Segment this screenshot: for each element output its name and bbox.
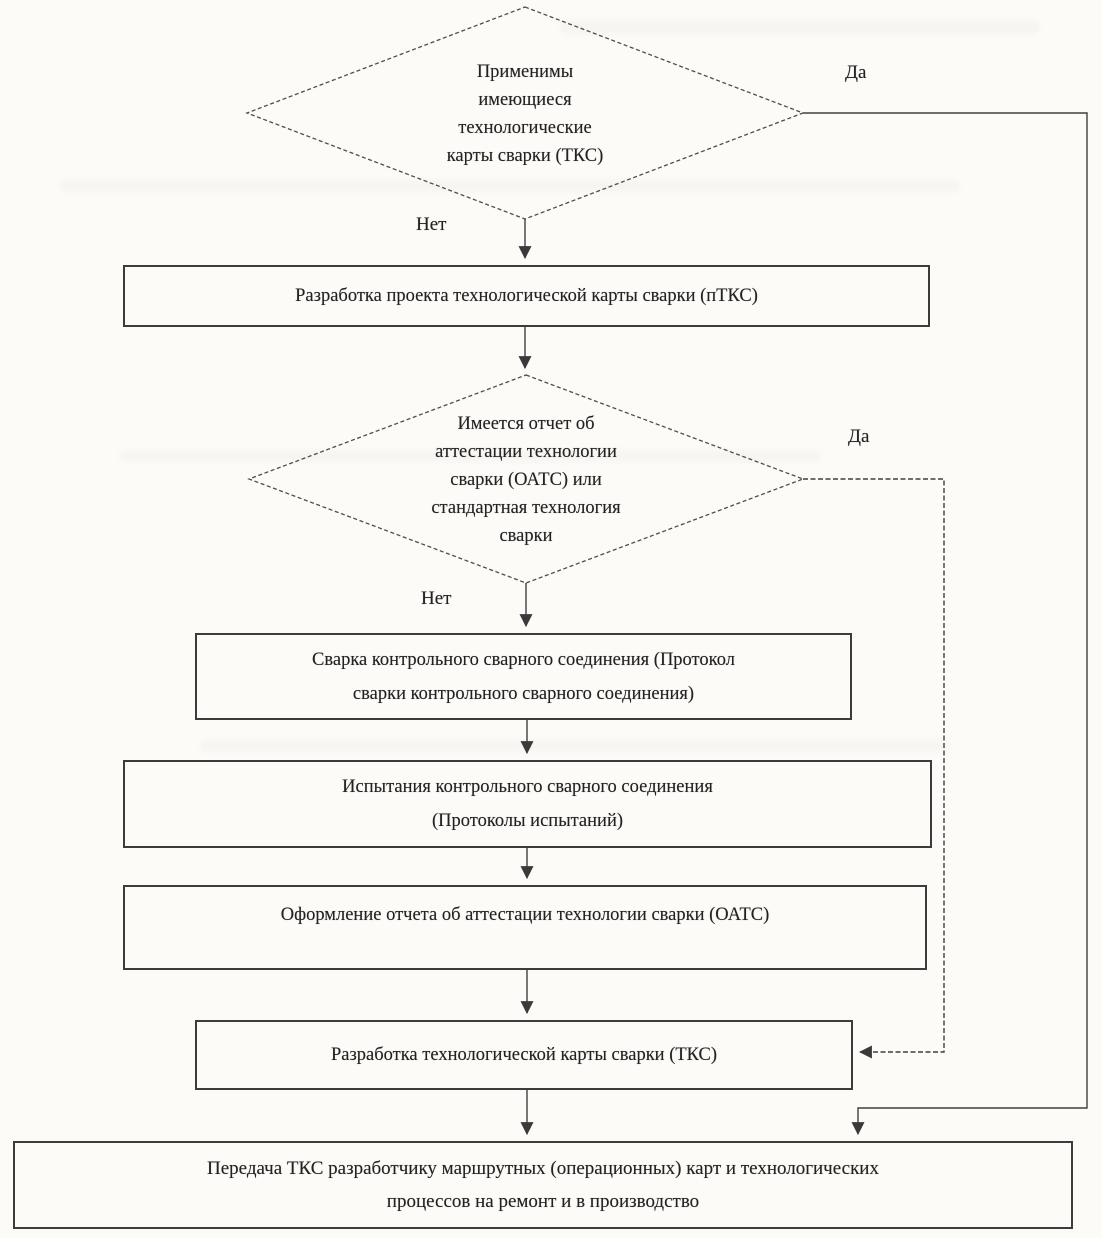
process-develop-ptks-draft: Разработка проекта технологической карты… bbox=[123, 265, 930, 327]
process-text-line: (Протоколы испытаний) bbox=[431, 811, 624, 831]
decision-tks-applicable: Применимы имеющиеся технологические карт… bbox=[347, 56, 703, 172]
no-label-2: Нет bbox=[421, 588, 452, 609]
process-text: Разработка проекта технологической карты… bbox=[295, 286, 758, 306]
scan-noise bbox=[200, 740, 950, 752]
decision-text-line: сварки bbox=[499, 526, 553, 546]
no-label-1: Нет bbox=[416, 214, 447, 235]
decision-text-line: Имеется отчет об bbox=[457, 414, 595, 434]
connector-yes1-to-process6 bbox=[803, 112, 1088, 1136]
process-develop-tks: Разработка технологической карты сварки … bbox=[195, 1020, 853, 1090]
scan-noise bbox=[560, 20, 1040, 34]
scan-noise bbox=[60, 180, 960, 192]
process-text-line: Сварка контрольного сварного соединения … bbox=[312, 649, 735, 670]
decision-oats-exists-shape bbox=[247, 374, 805, 584]
yes-label-1: Да bbox=[845, 62, 867, 83]
process-test-control-joint: Испытания контрольного сварного соединен… bbox=[123, 760, 932, 848]
process-transfer-tks: Передача ТКС разработчику маршрутных (оп… bbox=[13, 1141, 1073, 1229]
decision-text-line: имеющиеся bbox=[478, 90, 572, 110]
scan-noise bbox=[120, 450, 820, 462]
decision-oats-exists: Имеется отчет об аттестации технологии с… bbox=[346, 408, 706, 552]
process-text-line: Испытания контрольного сварного соединен… bbox=[342, 777, 713, 797]
decision-text-line: аттестации технологии bbox=[435, 442, 617, 462]
process-weld-control-joint: Сварка контрольного сварного соединения … bbox=[195, 633, 852, 720]
yes-label-2: Да bbox=[848, 426, 870, 447]
decision-text-line: сварки (ОАТС) или bbox=[450, 470, 602, 490]
process-text: Оформление отчета об аттестации технолог… bbox=[280, 905, 770, 925]
connector-yes2-to-process5 bbox=[803, 478, 945, 1059]
decision-text-line: технологические bbox=[458, 118, 592, 138]
decision-text-line: карты сварки (ТКС) bbox=[446, 146, 604, 166]
process-prepare-oats-report: Оформление отчета об аттестации технолог… bbox=[123, 885, 927, 970]
decision-text-line: стандартная технология bbox=[431, 498, 621, 518]
decision-text-line: Применимы bbox=[476, 62, 574, 82]
process-text: Разработка технологической карты сварки … bbox=[330, 1045, 718, 1065]
process-text-line: Передача ТКС разработчику маршрутных (оп… bbox=[207, 1158, 879, 1179]
process-text-line: сварки контрольного сварного соединения) bbox=[352, 683, 695, 704]
process-text-line: процессов на ремонт и в производство bbox=[386, 1191, 700, 1212]
